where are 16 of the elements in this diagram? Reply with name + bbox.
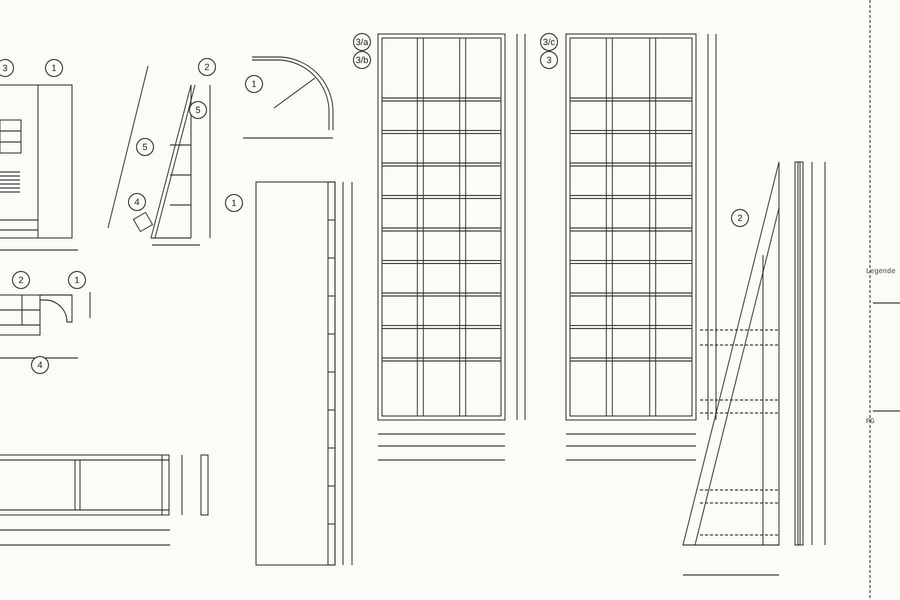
callout-number: 3/c: [540, 33, 558, 51]
callout-number: 3/b: [353, 51, 371, 69]
callout-number: 3: [540, 51, 558, 69]
callout-number: 1: [245, 75, 263, 93]
callout-number: 2: [731, 209, 749, 227]
callout-number: 5: [189, 101, 207, 119]
callout-number: 1: [68, 271, 86, 289]
callout-number: 4: [128, 193, 146, 211]
callout-number: 1: [45, 59, 63, 77]
callout-number: 5: [136, 138, 154, 156]
callout-number: 3: [0, 59, 14, 77]
callout-number: 4: [31, 356, 49, 374]
callout-number: 2: [198, 58, 216, 76]
callout-number: 2: [12, 271, 30, 289]
callout-number: 1: [225, 194, 243, 212]
callout-number: 3/a: [353, 33, 371, 51]
